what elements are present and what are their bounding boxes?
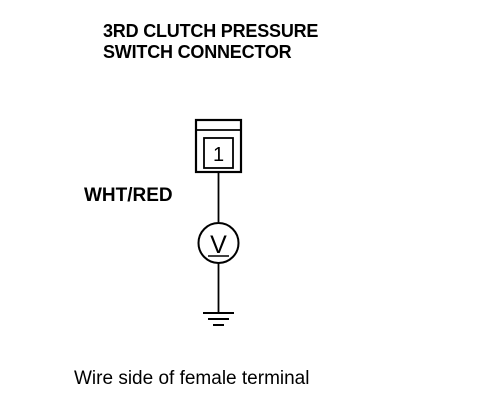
terminal-cavity (203, 137, 234, 169)
view-caption: Wire side of female terminal (74, 368, 310, 389)
ground-symbol-icon (203, 312, 234, 326)
pin-number: 1 (213, 144, 224, 166)
connector-title: 3RD CLUTCH PRESSURE SWITCH CONNECTOR (103, 21, 318, 63)
connector-title-line-1: 3RD CLUTCH PRESSURE (103, 21, 319, 41)
voltmeter-icon: V (197, 222, 240, 264)
wire-color-label: WHT/RED (84, 185, 173, 206)
voltmeter-symbol: V (210, 231, 227, 259)
connector-housing: 1 (194, 118, 243, 174)
connector-title-line-2: SWITCH CONNECTOR (103, 42, 292, 62)
